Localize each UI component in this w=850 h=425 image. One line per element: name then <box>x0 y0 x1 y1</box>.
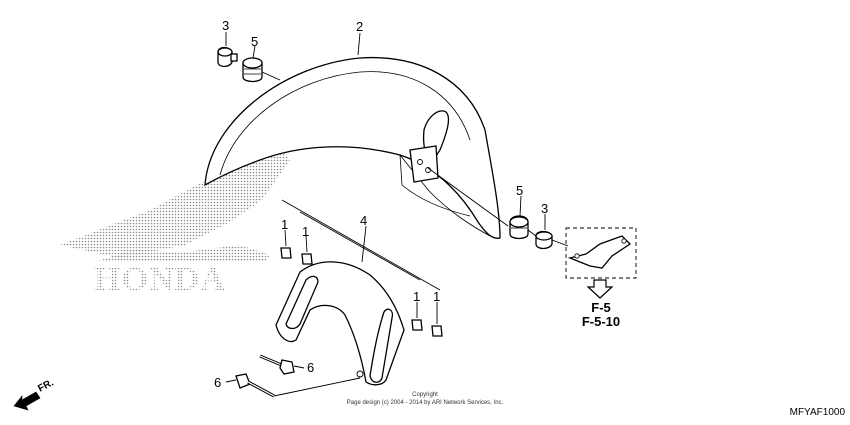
bolt-lower-2[interactable] <box>235 373 275 398</box>
callout-1b: 1 <box>302 224 309 239</box>
honda-wing-logo: HONDA <box>60 128 290 298</box>
grommet-right[interactable] <box>509 215 529 240</box>
honda-wordmark: HONDA <box>94 261 226 298</box>
callout-6a: 6 <box>307 360 314 375</box>
callout-3-left: 3 <box>222 18 229 33</box>
callout-1a: 1 <box>281 217 288 232</box>
fender-brace[interactable] <box>275 261 405 386</box>
clip-nuts[interactable] <box>280 247 443 337</box>
callout-1c: 1 <box>413 289 420 304</box>
callout-labels: 2 3 5 5 3 4 1 1 1 1 6 6 <box>214 18 548 390</box>
reference-bracket <box>565 227 637 279</box>
fender-mount-tab <box>409 110 450 183</box>
callout-1d: 1 <box>433 289 440 304</box>
callout-5-right: 5 <box>516 183 523 198</box>
bolt-right[interactable] <box>535 230 553 250</box>
callout-6b: 6 <box>214 375 221 390</box>
callout-5-left: 5 <box>251 34 258 49</box>
reference-arrow-icon <box>586 279 614 299</box>
reference-label-1[interactable]: F-5 <box>591 300 611 315</box>
diagram-code: MFYAF1000 <box>790 407 846 418</box>
reference-label-2[interactable]: F-5-10 <box>582 314 620 329</box>
bolt-left[interactable] <box>217 46 238 68</box>
callout-2: 2 <box>356 19 363 34</box>
copyright-line-1: Copyright <box>412 392 438 398</box>
bolt-lower-1[interactable] <box>259 354 295 375</box>
leader-lines <box>225 32 546 397</box>
front-direction-arrow-icon <box>13 391 41 411</box>
front-direction-label: FR. <box>36 377 56 394</box>
copyright-line-2: Page design (c) 2004 - 2014 by ARI Netwo… <box>347 400 504 406</box>
callout-3-right: 3 <box>541 201 548 216</box>
grommet-left[interactable] <box>242 57 263 83</box>
callout-4: 4 <box>360 213 367 228</box>
front-fender[interactable] <box>204 56 501 239</box>
